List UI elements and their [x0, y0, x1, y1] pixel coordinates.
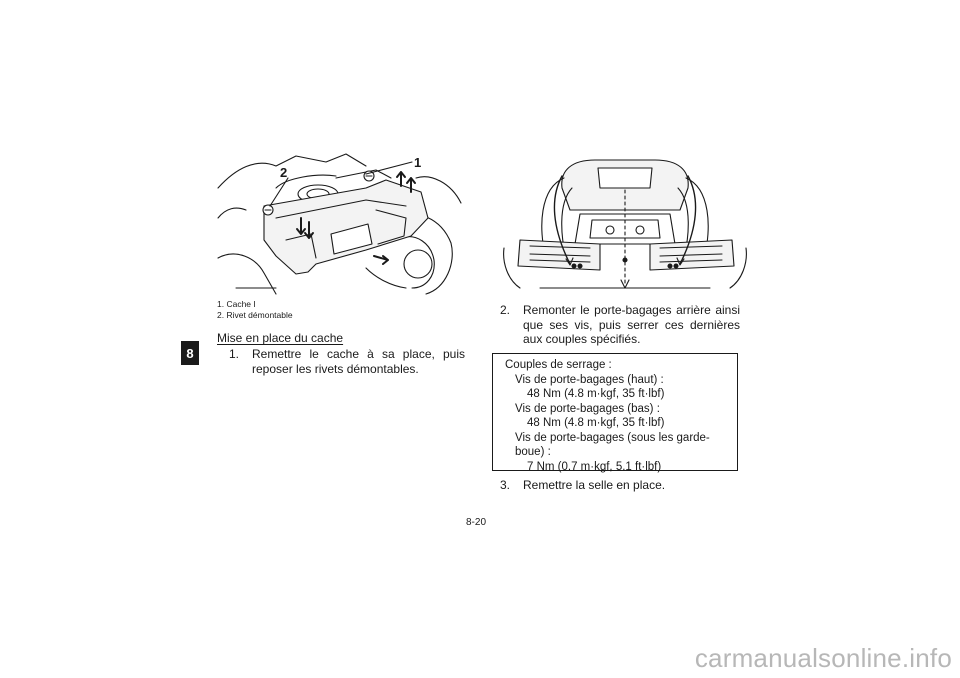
- spec-line: Vis de porte-bagages (haut) :: [515, 373, 664, 386]
- chapter-tab: 8: [181, 341, 199, 365]
- step-text: Remettre la selle en place.: [523, 478, 666, 492]
- section-title: Mise en place du cache: [217, 331, 344, 345]
- figure-legend: 1. Cache I 2. Rivet démontable: [217, 299, 293, 321]
- step-2: 2. Remonter le porte-bagages arrière ain…: [500, 303, 740, 347]
- spec-line: Vis de porte-bagages (sous les garde-: [515, 431, 710, 444]
- step-1: 1. Remettre le cache à sa place, puis re…: [229, 347, 465, 376]
- spec-value: 7 Nm (0.7 m·kgf, 5.1 ft·lbf): [527, 460, 662, 473]
- cover-illustration: [216, 148, 464, 296]
- carrier-illustration: [500, 148, 750, 298]
- spec-value: 48 Nm (4.8 m·kgf, 35 ft·lbf): [527, 417, 665, 429]
- torque-spec-box: Couples de serrage : Vis de porte-bagage…: [492, 353, 738, 473]
- step-number: 2.: [500, 303, 511, 317]
- callout-1: 1: [414, 155, 422, 170]
- step-3: 3. Remettre la selle en place.: [500, 478, 740, 493]
- callout-2: 2: [280, 165, 288, 180]
- legend-item: 2. Rivet démontable: [217, 310, 293, 320]
- watermark-link[interactable]: carmanualsonline.info: [694, 643, 952, 673]
- spec-heading: Couples de serrage :: [505, 359, 612, 371]
- spec-line: Vis de porte-bagages (bas) :: [515, 402, 660, 415]
- spec-line: boue) :: [515, 446, 551, 458]
- step-number: 3.: [500, 478, 511, 492]
- step-number: 1.: [229, 347, 240, 361]
- step-text: Remettre le cache à sa place, puis repos…: [252, 347, 465, 376]
- spec-value: 48 Nm (4.8 m·kgf, 35 ft·lbf): [527, 388, 665, 400]
- legend-item: 1. Cache I: [217, 299, 256, 309]
- page-number: 8-20: [466, 517, 487, 528]
- step-text: Remonter le porte-bagages arrière ainsi …: [523, 303, 740, 346]
